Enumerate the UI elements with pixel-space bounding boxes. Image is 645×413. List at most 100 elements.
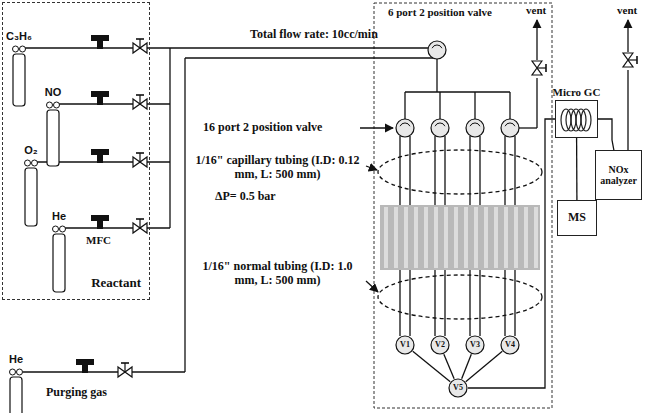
- reactant-group: ReactantC₃H₆NOO₂He: [2, 2, 150, 300]
- vent-arrow: [627, 20, 628, 52]
- pipe-line: [474, 92, 475, 119]
- node-label: Micro GC: [553, 86, 601, 99]
- reactor-stripe: [404, 207, 408, 268]
- node-label: NO: [45, 86, 62, 99]
- pipe-line: [405, 91, 510, 92]
- node-label: V1: [400, 340, 410, 349]
- gas-cylinder: He: [9, 368, 23, 413]
- flow-note: Total flow rate: 10cc/min: [250, 28, 378, 42]
- reactor-stripe: [414, 207, 418, 268]
- reactor-stripe: [434, 207, 438, 268]
- pipe-line: [436, 59, 437, 92]
- pipe-line: [59, 103, 170, 104]
- node-label: C₃H₆: [6, 30, 32, 43]
- node-label: V5: [453, 383, 463, 392]
- normal-tube: [434, 270, 435, 336]
- node-label: He: [52, 210, 66, 223]
- tubing-note: 1/16" normal tubing (I.D: 1.0 mm, L: 500…: [190, 260, 365, 288]
- reactor-stripe: [424, 207, 428, 268]
- node-label: NOx analyzer: [600, 164, 637, 187]
- node-outline: [46, 101, 60, 167]
- pipe-connector: [598, 119, 614, 150]
- mfc-symbol: [91, 91, 109, 105]
- mfc-symbol: [91, 35, 109, 49]
- leader-arrow: [360, 127, 393, 128]
- node-outline: [556, 101, 599, 139]
- valve-symbol: [118, 363, 132, 377]
- vent-arrow: [536, 20, 537, 60]
- gas-cylinder: C₃H₆: [12, 45, 26, 107]
- pipe-line: [185, 57, 433, 58]
- tubing-ellipse: [378, 150, 542, 194]
- valve-symbol: [133, 95, 147, 109]
- reactor-stripe: [494, 207, 498, 268]
- normal-tube: [479, 270, 480, 336]
- node-label: O₂: [24, 144, 37, 157]
- part-name: 6 port 2 position valve: [388, 6, 492, 19]
- normal-tube: [504, 270, 505, 336]
- capillary-tube: [469, 136, 470, 205]
- reactor-stripe: [454, 207, 458, 268]
- node-label: V3: [470, 340, 480, 349]
- pipe-line: [509, 92, 510, 119]
- pipe-line: [627, 70, 628, 150]
- capillary-tube: [399, 136, 400, 205]
- gas-cylinder: O₂: [24, 159, 38, 227]
- pipe-line: [404, 92, 405, 119]
- analyzer-box: NOx analyzer: [595, 150, 642, 200]
- reactor-stripe: [444, 207, 448, 268]
- six-port-valve: [428, 41, 446, 59]
- node-label: He: [9, 353, 23, 366]
- node-label: V4: [505, 340, 515, 349]
- reactor-stripe: [384, 207, 388, 268]
- pipe-connector: [576, 138, 578, 200]
- gas-cylinder: He: [52, 225, 66, 293]
- part-name: MFC: [86, 234, 111, 247]
- node-outline: [52, 225, 66, 293]
- normal-tube: [409, 270, 410, 336]
- normal-tube: [444, 270, 445, 336]
- leader-arrow: [366, 166, 377, 170]
- node-outline: [9, 368, 23, 413]
- pipe-line: [519, 127, 537, 128]
- part-name: 16 port 2 position valve: [203, 121, 322, 135]
- mfc-symbol: [76, 359, 94, 373]
- capillary-tube: [444, 136, 445, 205]
- node-label: Reactant: [91, 276, 141, 291]
- node-outline: [12, 45, 26, 107]
- tubing-ellipse: [378, 275, 542, 319]
- pressure-note: ΔP= 0.5 bar: [215, 190, 276, 204]
- assembly-outline: [374, 3, 552, 408]
- valve-circle: V4: [500, 335, 520, 355]
- ms-box: MS: [557, 200, 597, 236]
- pipe-line: [439, 92, 440, 119]
- pipe-line: [65, 227, 170, 228]
- capillary-tube: [479, 136, 480, 205]
- leader-arrow: [366, 281, 378, 292]
- node-label: MS: [568, 211, 586, 225]
- pipe-connector: [466, 351, 503, 381]
- vent-label: vent: [617, 4, 637, 17]
- pipe-line: [23, 371, 185, 372]
- part-name: Purging gas: [46, 386, 107, 400]
- sixteen-port-valve: [396, 119, 414, 137]
- valve-symbol: [133, 219, 147, 233]
- normal-tube: [399, 270, 400, 336]
- capillary-tube: [434, 136, 435, 205]
- mfc-symbol: [91, 215, 109, 229]
- normal-tube: [469, 270, 470, 336]
- sixteen-port-valve: [431, 119, 449, 137]
- valve-circle: V3: [465, 335, 485, 355]
- valve-circle: V5: [448, 378, 468, 398]
- reactor-stripe: [504, 207, 508, 268]
- pipe-line: [169, 48, 170, 228]
- pipe-line: [536, 78, 537, 128]
- valve-symbol: [133, 39, 147, 53]
- reactor-stripe: [464, 207, 468, 268]
- node-label: V2: [435, 340, 445, 349]
- valve-circle: V2: [430, 335, 450, 355]
